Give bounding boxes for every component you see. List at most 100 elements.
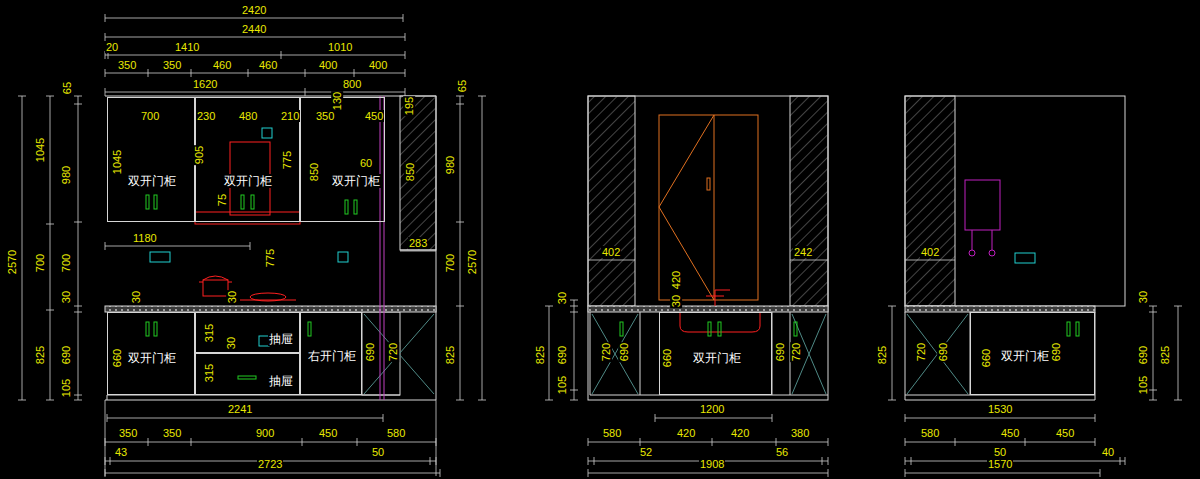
dimension-number: 980: [60, 165, 72, 185]
door-handle: [354, 200, 357, 214]
dimension-number: 460: [212, 59, 232, 71]
dimension-number: 30: [1137, 290, 1149, 304]
door-handle: [620, 322, 623, 336]
dimension-number: 400: [318, 59, 338, 71]
dimension-number: 700: [60, 253, 72, 273]
dimension-number: 56: [775, 446, 789, 458]
dimension-line: [570, 300, 578, 400]
dimension-number: 50: [371, 446, 385, 458]
dimension-line: [105, 438, 436, 446]
cabinet-box: 双开门柜: [659, 312, 772, 395]
dimension-number: 350: [162, 427, 182, 439]
wall-outline: [790, 96, 828, 306]
dimension-number: 75: [216, 193, 228, 207]
cabinet-label: 双开门柜: [692, 351, 742, 365]
dimension-number: 700: [444, 253, 456, 273]
gas-pipe: [380, 96, 384, 400]
power-outlet: [1015, 253, 1035, 263]
dimension-number: 400: [368, 59, 388, 71]
power-outlet: [150, 252, 170, 262]
dimension-number: 2420: [241, 4, 267, 16]
dimension-number: 690: [60, 345, 72, 365]
wall-outline: [590, 312, 828, 395]
dimension-number: 850: [404, 162, 416, 182]
dimension-line: [588, 260, 828, 261]
dimension-number: 720: [387, 342, 399, 362]
dimension-number: 660: [111, 348, 123, 368]
power-outlet: [150, 128, 348, 346]
dimension-number: 825: [34, 345, 46, 365]
cabinet-label: 抽屉: [268, 374, 294, 388]
dimension-number: 283: [408, 237, 428, 249]
door-handle: [794, 322, 797, 336]
corner-cross: [592, 314, 826, 394]
dimension-number: 775: [281, 150, 293, 170]
dimension-line: [478, 96, 486, 400]
wall-cabinet: [659, 115, 714, 300]
wall-outline: [588, 96, 828, 400]
dimension-number: 195: [403, 96, 415, 116]
dimension-number: 720: [915, 342, 927, 362]
dimension-number: 825: [444, 345, 456, 365]
dimension-line: [107, 414, 383, 422]
dimension-number: 350: [162, 59, 182, 71]
dimension-number: 40: [1101, 446, 1115, 458]
cabinet-label: 右开门柜: [307, 349, 357, 363]
dimension-line: [105, 242, 250, 250]
dimension-number: 105: [1137, 375, 1149, 395]
dimension-number: 2570: [466, 249, 478, 275]
wall-outline: [905, 312, 1095, 400]
door-handle: [241, 195, 244, 209]
dimension-number: 2241: [227, 403, 253, 415]
dimension-number: 690: [618, 342, 630, 362]
dimension-number: 315: [203, 323, 215, 343]
dimension-number: 720: [790, 342, 802, 362]
water-heater: [965, 180, 1000, 230]
corner-cross: [364, 314, 434, 394]
corner-cross: [592, 314, 826, 394]
dimension-number: 380: [790, 427, 810, 439]
dimension-number: 2570: [6, 249, 18, 275]
door-handle: [146, 195, 357, 379]
wall-cabinet: [659, 115, 758, 300]
cabinet-label: 双开门柜: [1000, 349, 1050, 363]
dimension-number: 1530: [987, 403, 1013, 415]
dimension-number: 2723: [257, 458, 283, 470]
dimension-number: 1200: [699, 403, 725, 415]
dimension-line: [456, 96, 464, 400]
dimension-number: 450: [1055, 427, 1075, 439]
dimension-number: 690: [1050, 342, 1062, 362]
dimension-number: 580: [386, 427, 406, 439]
dimension-line: [105, 69, 405, 77]
wall-cabinet: [707, 178, 710, 190]
cabinet-label: 双开门柜: [127, 174, 177, 188]
dimension-line: [588, 469, 828, 477]
range-hood: [195, 142, 300, 224]
stove: [240, 300, 296, 301]
wall-outline: [905, 96, 1125, 306]
dimension-number: 720: [600, 342, 612, 362]
wall-outline: [105, 96, 436, 400]
door-handle: [708, 322, 711, 336]
dimension-number: 1045: [111, 149, 123, 175]
dimension-number: 315: [203, 363, 215, 383]
corner-cross: [907, 314, 968, 394]
dimension-line: [905, 260, 955, 261]
water-heater: [969, 250, 975, 256]
dimension-number: 690: [774, 342, 786, 362]
dimension-line: [18, 96, 26, 400]
dimension-line: [74, 96, 82, 400]
dimension-number: 420: [730, 427, 750, 439]
dimension-number: 210: [280, 110, 300, 122]
dimension-line: [655, 414, 772, 422]
door-handle: [238, 376, 256, 379]
dimension-number: 30: [225, 336, 237, 350]
door-handle: [154, 195, 157, 209]
dimension-number: 30: [130, 290, 142, 304]
dimension-number: 242: [793, 246, 813, 258]
dimension-line: [105, 469, 440, 477]
wall-outline: [588, 96, 635, 306]
dimension-number: 30: [226, 290, 238, 304]
dimension-number: 65: [456, 79, 468, 93]
